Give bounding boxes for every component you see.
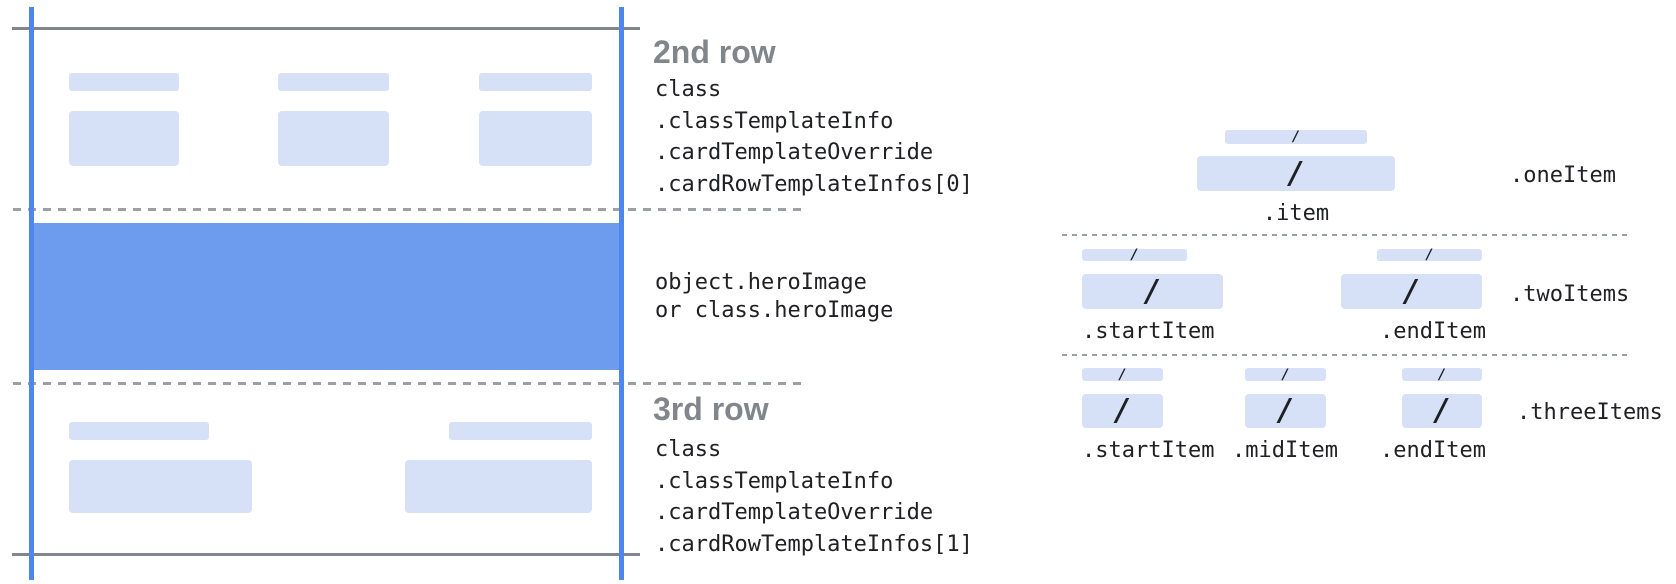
item-label: .item bbox=[1262, 201, 1330, 226]
row-divider-dashed-top bbox=[13, 208, 801, 211]
row3-heading: 3rd row bbox=[653, 391, 769, 427]
field-placeholder-value bbox=[69, 460, 252, 513]
row-divider-dashed bbox=[1062, 354, 1628, 356]
item-large-bar: / bbox=[1082, 394, 1163, 428]
slash-glyph: / bbox=[1118, 366, 1127, 383]
row3-code-line: class bbox=[655, 437, 722, 462]
item-small-bar: / bbox=[1377, 247, 1482, 263]
item-large-bar: / bbox=[1197, 156, 1395, 191]
card-right-edge-line bbox=[619, 7, 624, 580]
slash-glyph: / bbox=[1281, 366, 1290, 383]
slash-glyph: / bbox=[1113, 393, 1132, 428]
item-label: .midItem bbox=[1232, 438, 1338, 463]
row2-code-line: .cardRowTemplateInfos[0] bbox=[655, 172, 973, 198]
slash-glyph: / bbox=[1432, 393, 1452, 428]
slash-glyph: / bbox=[1276, 393, 1295, 428]
hero-code-block: object.heroImage or class.heroImage bbox=[655, 269, 893, 324]
item-small-bar: / bbox=[1225, 130, 1367, 144]
row-name-label: .twoItems bbox=[1510, 282, 1630, 307]
card-left-edge-line bbox=[29, 7, 34, 580]
field-placeholder-label bbox=[449, 422, 592, 440]
row2-code-block: class .classTemplateInfo .cardTemplateOv… bbox=[655, 74, 973, 201]
row-name-label: .threeItems bbox=[1517, 400, 1663, 425]
field-placeholder-value bbox=[69, 111, 179, 166]
item-large-bar: / bbox=[1245, 394, 1326, 428]
row3-code-block: class .classTemplateInfo .cardTemplateOv… bbox=[655, 434, 973, 561]
hero-code-line: or class.heroImage bbox=[655, 297, 894, 323]
card-bottom-edge-line bbox=[12, 553, 640, 556]
row2-code-line: .cardTemplateOverride bbox=[655, 140, 934, 166]
item-label: .startItem bbox=[1082, 438, 1215, 463]
item-label: .startItem bbox=[1082, 319, 1215, 344]
row-name-label: .oneItem bbox=[1510, 163, 1616, 188]
field-placeholder-label bbox=[479, 73, 592, 91]
row2-code-line: class bbox=[655, 77, 722, 102]
row3-code-line: .cardTemplateOverride bbox=[655, 500, 934, 526]
item-large-bar: / bbox=[1082, 274, 1223, 309]
item-small-bar: / bbox=[1402, 366, 1482, 383]
item-label: .endItem bbox=[1380, 438, 1486, 463]
hero-image-band bbox=[29, 223, 624, 370]
slash-glyph: / bbox=[1291, 129, 1301, 145]
row2-code-line: .classTemplateInfo bbox=[655, 108, 894, 134]
slash-glyph: / bbox=[1286, 155, 1306, 191]
row-divider-dashed-bottom bbox=[13, 382, 803, 385]
item-small-bar: / bbox=[1082, 247, 1187, 263]
item-small-bar: / bbox=[1082, 366, 1163, 383]
item-small-bar: / bbox=[1245, 366, 1326, 383]
field-placeholder-label bbox=[69, 422, 209, 440]
field-placeholder-label bbox=[69, 73, 179, 91]
item-large-bar: / bbox=[1341, 274, 1482, 309]
field-placeholder-label bbox=[278, 73, 389, 91]
slash-glyph: / bbox=[1402, 273, 1421, 309]
row-divider-dashed bbox=[1062, 234, 1628, 236]
slash-glyph: / bbox=[1130, 247, 1139, 263]
card-top-edge-line bbox=[12, 27, 640, 30]
row3-code-line: .classTemplateInfo bbox=[655, 468, 894, 494]
slash-glyph: / bbox=[1425, 247, 1434, 263]
field-placeholder-value bbox=[479, 111, 592, 166]
row3-code-line: .cardRowTemplateInfos[1] bbox=[655, 532, 973, 558]
slash-glyph: / bbox=[1143, 273, 1162, 309]
row2-heading: 2nd row bbox=[653, 34, 776, 70]
item-label: .endItem bbox=[1380, 319, 1486, 344]
hero-code-line: object.heroImage bbox=[655, 270, 867, 295]
slash-glyph: / bbox=[1437, 366, 1447, 383]
item-large-bar: / bbox=[1402, 394, 1482, 428]
field-placeholder-value bbox=[278, 111, 389, 166]
field-placeholder-value bbox=[405, 460, 592, 513]
